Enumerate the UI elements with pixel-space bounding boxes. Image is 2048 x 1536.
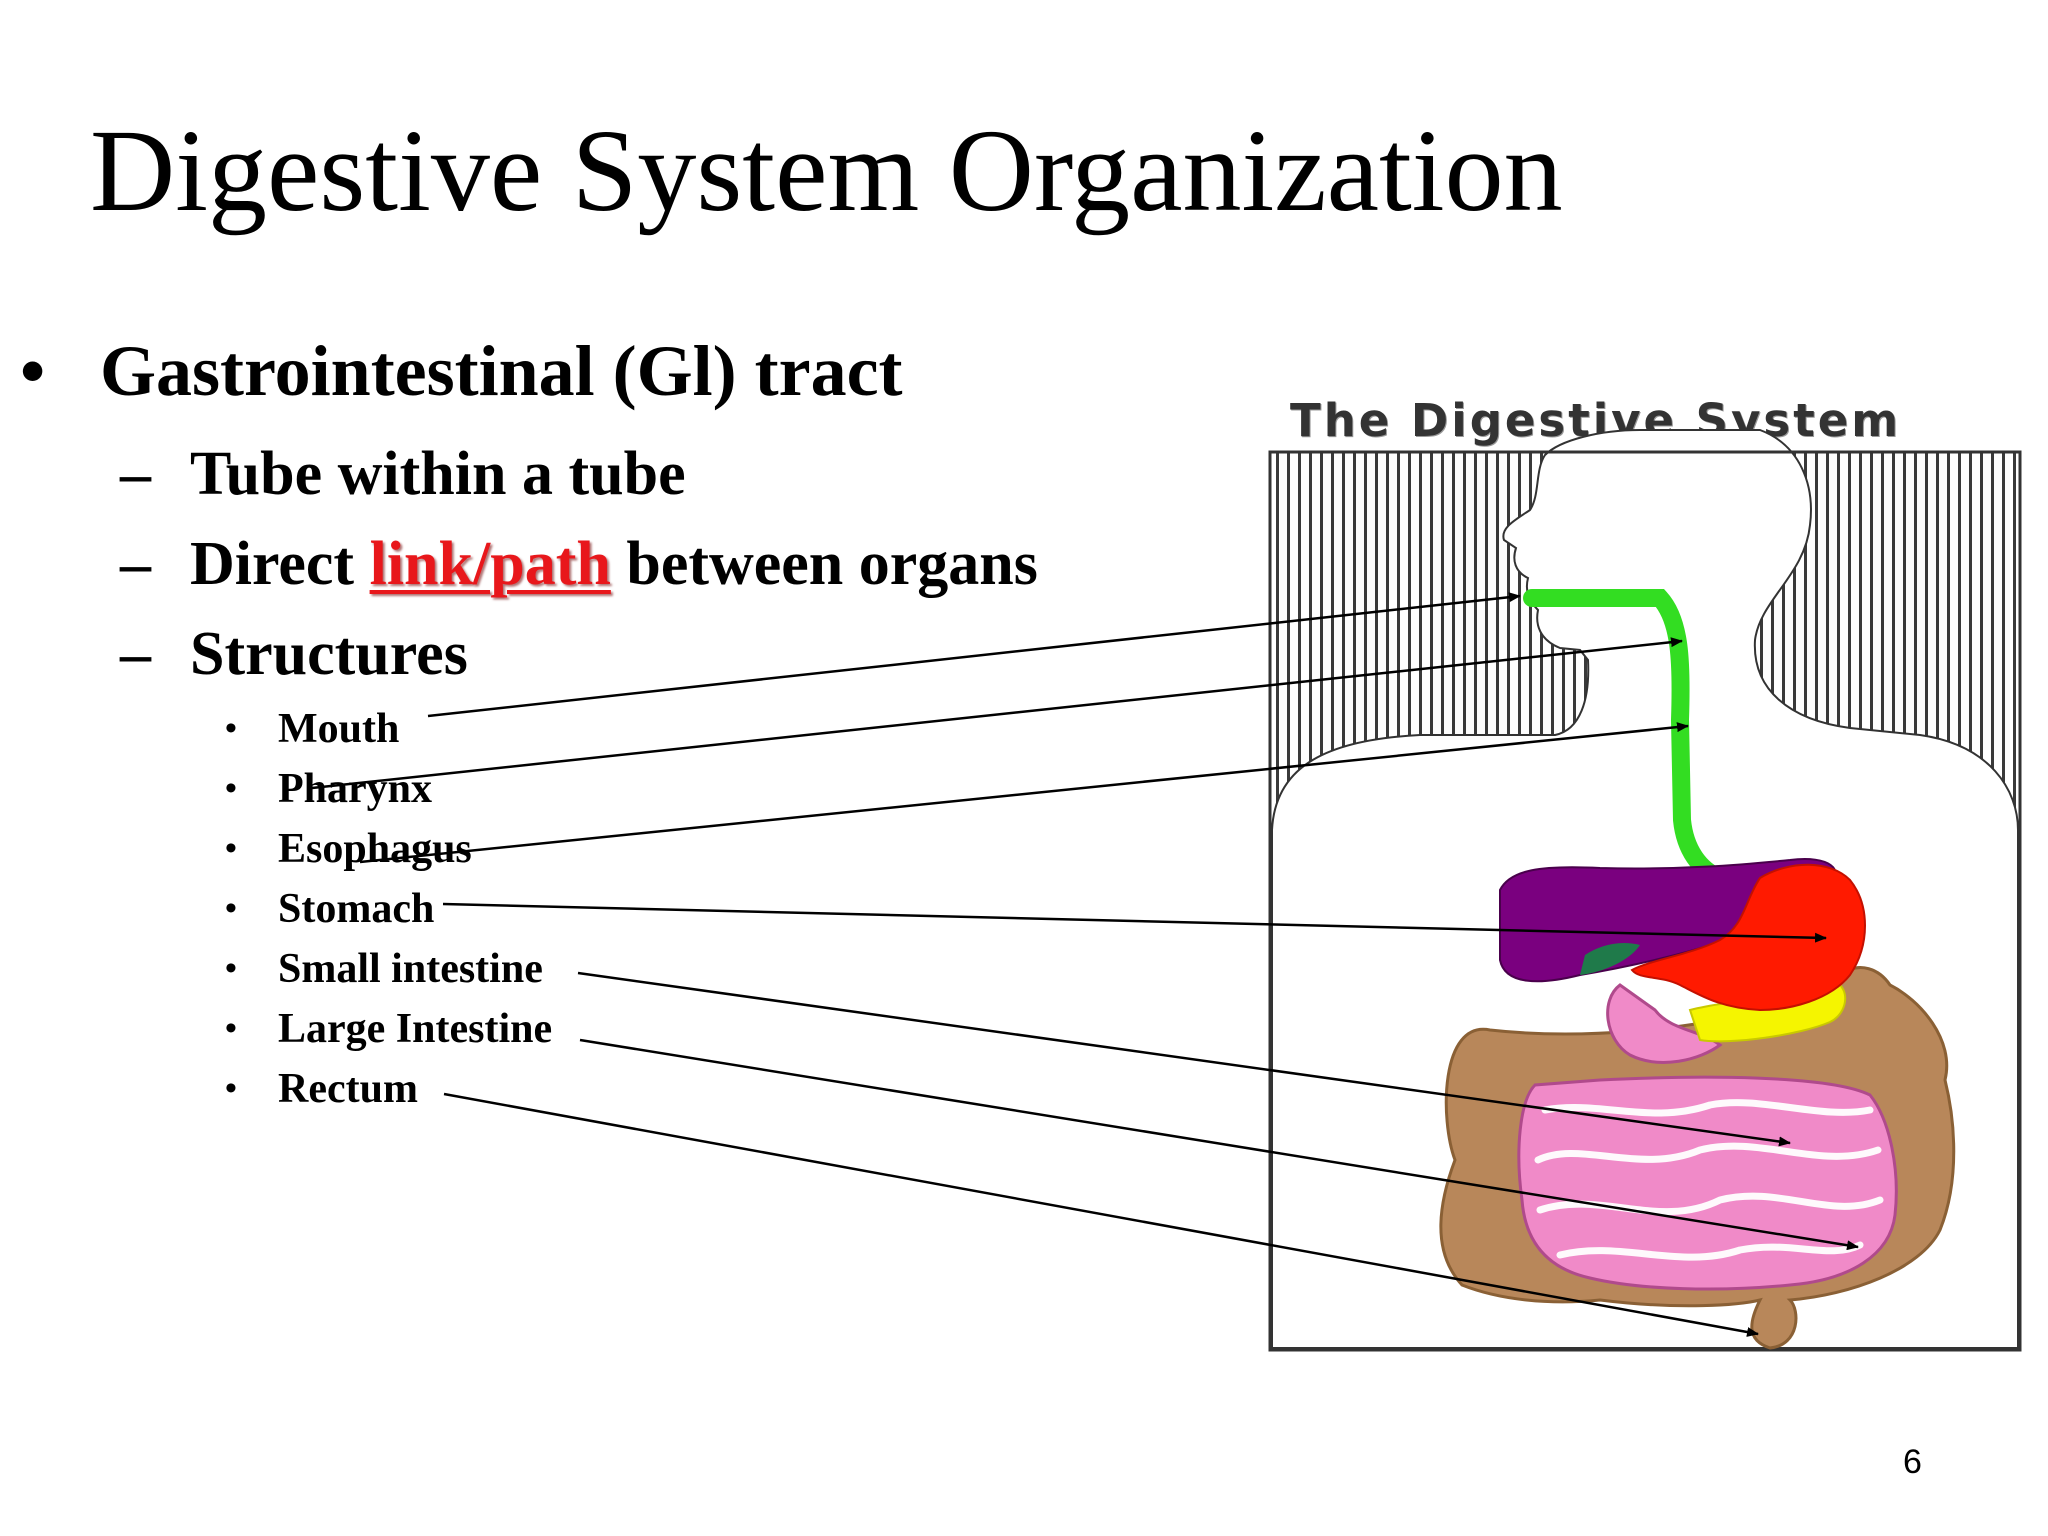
bullet-dot: • xyxy=(225,890,237,927)
arrow-small-intestine xyxy=(577,971,1791,1147)
bullet-dot: • xyxy=(20,331,46,411)
arrow-mouth xyxy=(427,592,1521,718)
structure-item-pharynx: • Pharynx xyxy=(225,768,432,810)
diagram-border xyxy=(1268,450,2022,1352)
bullet-gi-tract-text: Gastrointestinal (Gl) tract xyxy=(100,331,903,411)
structure-label: Rectum xyxy=(278,1066,418,1112)
gallbladder-organ xyxy=(1580,943,1640,975)
stomach-organ xyxy=(1630,863,1866,1012)
arrow-stomach xyxy=(442,902,1827,943)
structure-item-large-intestine: • Large Intestine xyxy=(225,1008,552,1050)
page-number: 6 xyxy=(1903,1443,1922,1481)
structure-label: Large Intestine xyxy=(278,1006,553,1052)
bullet-dot: • xyxy=(225,950,237,987)
structure-label: Mouth xyxy=(278,706,400,752)
structure-item-stomach: • Stomach xyxy=(225,888,434,930)
esophagus-organ xyxy=(1523,589,1729,887)
direct-text: Direct xyxy=(190,530,355,598)
bullet-dot: • xyxy=(225,1010,237,1047)
dash-glyph: – xyxy=(120,620,151,688)
bullet-dot: • xyxy=(225,710,237,747)
sub-bullet-structures: –Structures xyxy=(120,623,468,685)
bullet-gi-tract: •Gastrointestinal (Gl) tract xyxy=(20,335,903,407)
structure-label: Pharynx xyxy=(278,766,433,812)
structure-item-rectum: • Rectum xyxy=(225,1068,418,1110)
arrow-rectum xyxy=(443,1092,1759,1337)
structure-item-small-intestine: • Small intestine xyxy=(225,948,543,990)
arrow-pharynx xyxy=(311,637,1683,790)
slide-title: Digestive System Organization xyxy=(90,105,1563,236)
arrow-esophagus xyxy=(359,722,1689,864)
sub-bullet-structures-text: Structures xyxy=(190,620,468,688)
dash-glyph: – xyxy=(120,440,151,508)
structure-item-mouth: • Mouth xyxy=(225,708,399,750)
dash-glyph: – xyxy=(120,530,151,598)
between-organs-text: between organs xyxy=(626,530,1038,598)
duodenum-organ xyxy=(1606,983,1723,1064)
structure-label: Esophagus xyxy=(278,826,472,872)
structure-item-esophagus: • Esophagus xyxy=(225,828,472,870)
structure-label: Small intestine xyxy=(278,946,543,992)
arrow-large-intestine xyxy=(579,1038,1859,1251)
bullet-dot: • xyxy=(225,770,237,807)
link-path-highlight: link/path xyxy=(369,530,611,598)
bullet-dot: • xyxy=(225,1070,237,1107)
sub-bullet-direct-link: –Direct link/path between organs xyxy=(120,533,1038,595)
sub-bullet-tube-text: Tube within a tube xyxy=(190,440,686,508)
bullet-dot: • xyxy=(225,830,237,867)
structure-label: Stomach xyxy=(278,886,435,932)
sub-bullet-tube: –Tube within a tube xyxy=(120,443,686,505)
small-intestine-organ xyxy=(1517,1075,1898,1291)
